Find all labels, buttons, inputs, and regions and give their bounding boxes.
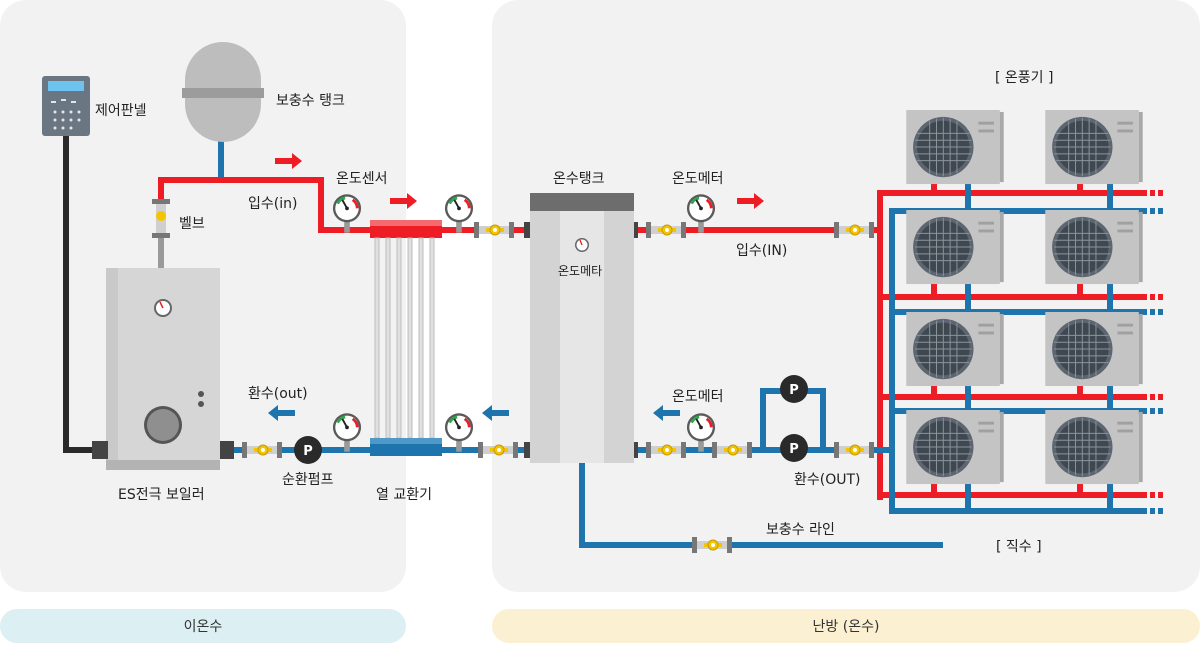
pump-label: P — [789, 383, 799, 398]
fan-heater-label: [ 온풍기 ] — [995, 70, 1054, 86]
temp-sensor-gauge-icon — [332, 193, 362, 233]
inlet-left-label: 입수(in) — [248, 196, 298, 212]
hot-water-tank-icon — [524, 193, 638, 463]
boiler-label: ES전극 보일러 — [118, 487, 205, 503]
expansion-tank-label: 보충수 탱크 — [276, 93, 345, 109]
inlet-right-label: 입수(IN) — [736, 243, 788, 259]
return-valve-left-icon — [242, 442, 282, 458]
makeup-line-label: 보충수 라인 — [766, 522, 835, 538]
valve-icon — [646, 442, 686, 458]
valve-icon — [834, 222, 874, 238]
return-right-label: 환수(OUT) — [794, 472, 861, 488]
fan-heater-unit-icon — [906, 312, 1004, 387]
pump-icon — [780, 375, 808, 462]
valve-icon — [152, 199, 170, 268]
hot-pipe-dashes — [1150, 190, 1163, 498]
heating-footer: 난방 (온수) — [492, 609, 1200, 643]
arrow-right-icon — [275, 153, 302, 169]
cold-pipe-dashes — [1150, 208, 1163, 514]
makeup-valve-icon — [692, 537, 732, 553]
thermometer-top-label: 온도메터 — [672, 171, 724, 187]
tank-thermometer-label: 온도메타 — [558, 264, 603, 278]
return-left-label: 환수(out) — [248, 386, 308, 402]
ion-water-footer: 이온수 — [0, 609, 406, 643]
thermometer-gauge-icon — [686, 412, 716, 452]
fan-heater-unit-icon — [1045, 210, 1143, 285]
fan-heater-unit-icon — [1045, 110, 1143, 185]
control-panel-icon — [42, 76, 107, 453]
fan-heater-unit-icon — [906, 110, 1004, 185]
valve-icon — [474, 222, 514, 238]
valve-icon — [834, 442, 874, 458]
valve-icon — [712, 442, 752, 458]
fan-heater-unit-icon — [1045, 312, 1143, 387]
temp-sensor-label: 온도센서 — [336, 171, 388, 187]
circulation-pump-icon — [294, 436, 322, 464]
hot-pipe-right — [630, 180, 1147, 500]
temp-sensor-gauge-icon — [332, 412, 362, 452]
valve-icon — [478, 442, 518, 458]
direct-water-label: [ 직수 ] — [996, 539, 1042, 555]
valve-icon — [646, 222, 686, 238]
arrow-left-icon — [653, 405, 680, 421]
expansion-tank-icon — [182, 42, 264, 180]
heat-exchanger-icon — [370, 220, 442, 456]
fan-heater-unit-icon — [1045, 410, 1143, 485]
fan-heater-unit-icon — [906, 210, 1004, 285]
thermometer-gauge-icon — [686, 193, 716, 233]
temp-sensor-gauge-icon — [444, 412, 474, 452]
arrow-left-icon — [482, 405, 509, 421]
control-panel-label: 제어판넬 — [95, 103, 147, 119]
valve-label: 벨브 — [179, 216, 205, 232]
temp-sensor-gauge-icon — [444, 193, 474, 233]
fan-heater-unit-icon — [906, 410, 1004, 485]
heat-exchanger-label: 열 교환기 — [376, 487, 432, 503]
thermometer-bottom-label: 온도메터 — [672, 389, 724, 405]
system-diagram: P P P — [42, 42, 1163, 553]
pump-label: P — [789, 442, 799, 457]
arrow-right-icon — [737, 193, 764, 209]
circ-pump-label: 순환펌프 — [282, 472, 334, 488]
arrow-right-icon — [390, 193, 417, 209]
boiler-icon — [92, 268, 234, 470]
arrow-left-icon — [268, 405, 295, 421]
hot-tank-label: 온수탱크 — [553, 171, 605, 187]
pump-label: P — [303, 444, 313, 459]
